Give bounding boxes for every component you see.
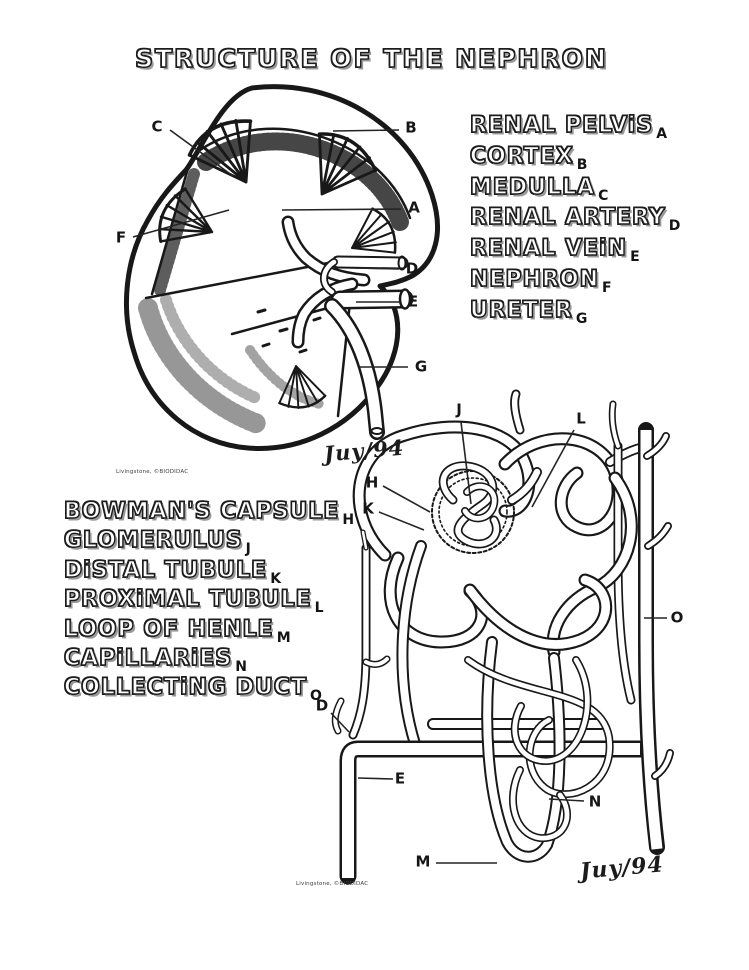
nephron-callout-letter-h: H <box>365 473 379 492</box>
term-letter: J <box>245 541 251 558</box>
nephron-callout-letter-o: O <box>670 608 684 627</box>
term-label: RENAL PELViS <box>469 112 654 138</box>
kidney-callout-letter-a: A <box>408 198 420 217</box>
nephron-callout-letter-k: K <box>362 499 374 518</box>
term-label: LOOP OF HENLE <box>63 616 274 642</box>
term-letter: G <box>575 310 588 327</box>
term-label: NEPHRON <box>469 266 600 292</box>
page-title: STRUCTURE OF THE NEPHRON <box>134 43 608 73</box>
copyright-credit-kidney: Livingstone, ©BIODIDAC <box>116 469 189 475</box>
kidney-callout-letter-c: C <box>151 117 163 136</box>
term-letter: K <box>270 570 282 587</box>
term-letter: D <box>668 218 681 235</box>
kidney-art <box>124 84 441 451</box>
copyright-credit-nephron: Livingstone, ©BIODIDAC <box>296 881 369 887</box>
term-letter: L <box>314 600 324 617</box>
term-letter: M <box>276 629 291 646</box>
term-letter: A <box>656 126 668 142</box>
term-label: URETER <box>469 297 573 323</box>
kidney-callout-letter-f: F <box>115 228 127 247</box>
term-label: RENAL VEiN <box>469 235 628 262</box>
term-label: RENAL ARTERY <box>469 205 666 231</box>
nephron-callout-letter-n: N <box>588 792 602 811</box>
nephron-art <box>331 389 674 885</box>
term-letter: E <box>630 249 640 266</box>
term-label: COLLECTiNG DUCT <box>63 675 308 701</box>
term-label: GLOMERULUS <box>63 528 243 554</box>
nephron-callout-letter-j: J <box>456 400 462 419</box>
term-letter: B <box>576 156 588 173</box>
nephron-callout-letter-e: E <box>394 769 406 788</box>
nephron-callout-letter-m: M <box>415 852 431 871</box>
nephron-callout-letter-d: D <box>315 696 329 715</box>
term-label: DiSTAL TUBULE <box>63 557 268 583</box>
term-label: BOWMAN'S CAPSULE <box>63 498 340 524</box>
term-letter: N <box>235 658 247 675</box>
term-label: PROXiMAL TUBULE <box>63 586 312 613</box>
nephron-callout-letter-l: L <box>576 409 586 428</box>
term-label: CORTEX <box>469 143 574 169</box>
kidney-callout-letter-b: B <box>405 118 417 137</box>
kidney-callout-letter-d: D <box>405 259 419 278</box>
term-letter: C <box>598 187 609 204</box>
term-label: MEDULLA <box>469 174 596 200</box>
term-letter: H <box>342 512 355 528</box>
term-letter: O <box>310 688 322 705</box>
term-letter: F <box>602 279 612 296</box>
kidney-callout-letter-g: G <box>414 357 428 376</box>
term-label: CAPiLLARiES <box>63 645 233 671</box>
kidney-callout-letter-e: E <box>407 292 419 311</box>
